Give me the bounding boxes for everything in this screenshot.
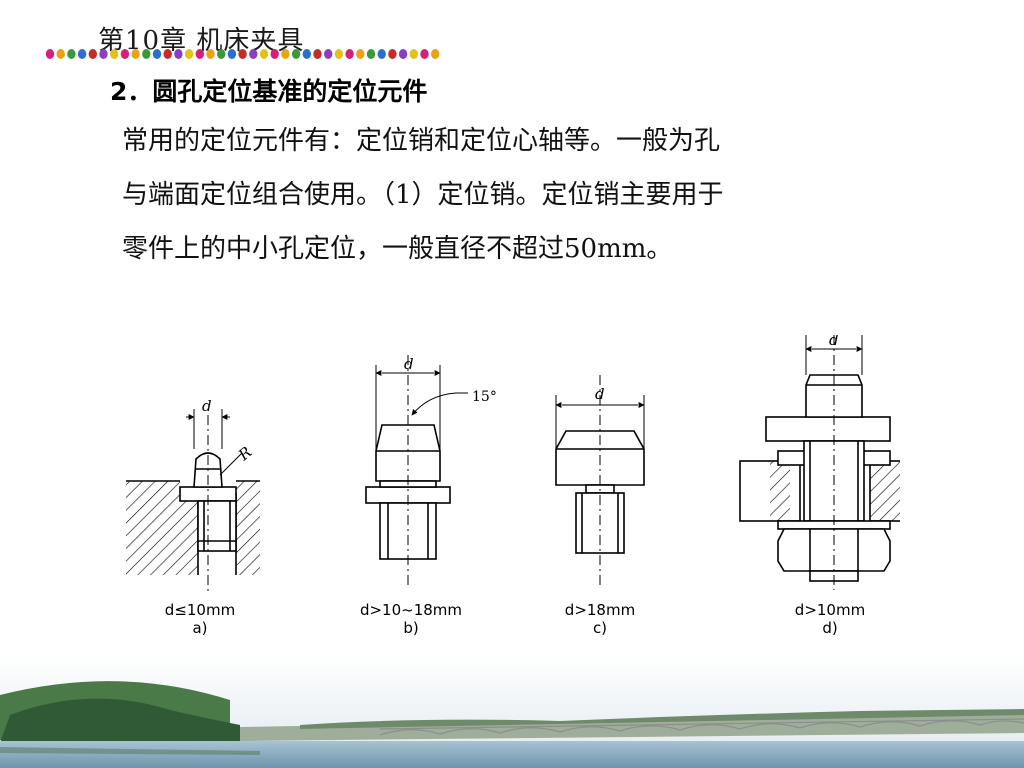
paragraph-line: 零件上的中小孔定位，一般直径不超过50mm。 [122,234,673,264]
decorative-dot [45,49,55,59]
decorative-dot-line [45,49,440,59]
decorative-dot [131,49,140,59]
decorative-dot [388,49,397,59]
caption-d: d>10mm d) [770,601,890,637]
caption-label: c) [592,619,608,637]
caption-condition: d>10mm [794,601,866,619]
caption-condition: d>18mm [564,601,636,619]
decorative-dot [152,49,162,59]
caption-a: d≤10mm a) [140,601,260,637]
decorative-dot [398,49,408,59]
decorative-dot [249,49,258,59]
far-shoreline [240,713,1024,741]
caption-label: b) [403,619,419,637]
caption-label: d) [822,619,838,637]
decorative-dot [206,49,215,59]
paragraph-line: 常用的定位元件有：定位销和定位心轴等。一般为孔 [122,126,721,156]
decorative-dot [302,49,311,59]
decorative-dot [56,49,65,59]
decorative-dot [291,49,301,59]
decorative-dot [142,49,151,59]
river [0,741,1024,768]
angle-label: 15° [472,389,497,405]
pin-c-drawing: d [555,375,645,585]
decorative-dot [88,49,97,59]
decorative-dot [270,49,279,59]
decorative-dot [67,49,76,59]
caption-condition: d≤10mm [164,601,236,619]
caption-c: d>18mm c) [540,601,660,637]
bridge [379,718,1024,736]
decorative-dot [420,49,429,59]
dim-label-d: d [404,355,414,373]
decorative-dot [377,49,386,59]
decorative-dot [77,49,87,59]
decorative-dot [195,49,204,59]
decorative-dot [227,49,237,59]
pin-d-drawing: d [739,331,931,590]
decorative-dot [345,49,354,59]
decorative-dot [238,49,247,59]
landscape-banner [0,655,1024,768]
locating-pin-figure: d R d 15° [110,331,931,655]
section-heading: 2．圆孔定位基准的定位元件 [110,77,428,106]
caption-condition: d>10~18mm [359,601,463,619]
decorative-dot [313,49,322,59]
decorative-dot [184,49,194,59]
radius-label: R [234,443,255,465]
decorative-dot [409,49,418,59]
decorative-dot [174,49,183,59]
decorative-dot [366,49,376,59]
decorative-dot [217,49,226,59]
pin-b-drawing: d 15° [365,355,497,585]
decorative-dot [334,49,344,59]
caption-b: d>10~18mm b) [346,601,476,637]
locating-pin-drawings: d R d 15° [126,331,931,595]
decorative-dot [431,49,440,59]
body-paragraph: 常用的定位元件有：定位销和定位心轴等。一般为孔 与端面定位组合使用。（1）定位销… [122,114,942,276]
paragraph-line: 与端面定位组合使用。（1）定位销。定位销主要用于 [122,180,724,210]
pin-a-drawing: d R [126,397,260,595]
decorative-dot [99,49,108,59]
dim-label-d: d [595,385,605,403]
caption-label: a) [192,619,208,637]
dim-label-d: d [829,335,839,349]
dim-label-d: d [202,397,212,415]
decorative-dot [110,49,119,59]
decorative-dot [356,49,365,59]
decorative-dot [120,49,130,59]
decorative-dot [324,49,333,59]
decorative-dot [163,49,172,59]
decorative-dot [281,49,290,59]
decorative-dot [259,49,269,59]
